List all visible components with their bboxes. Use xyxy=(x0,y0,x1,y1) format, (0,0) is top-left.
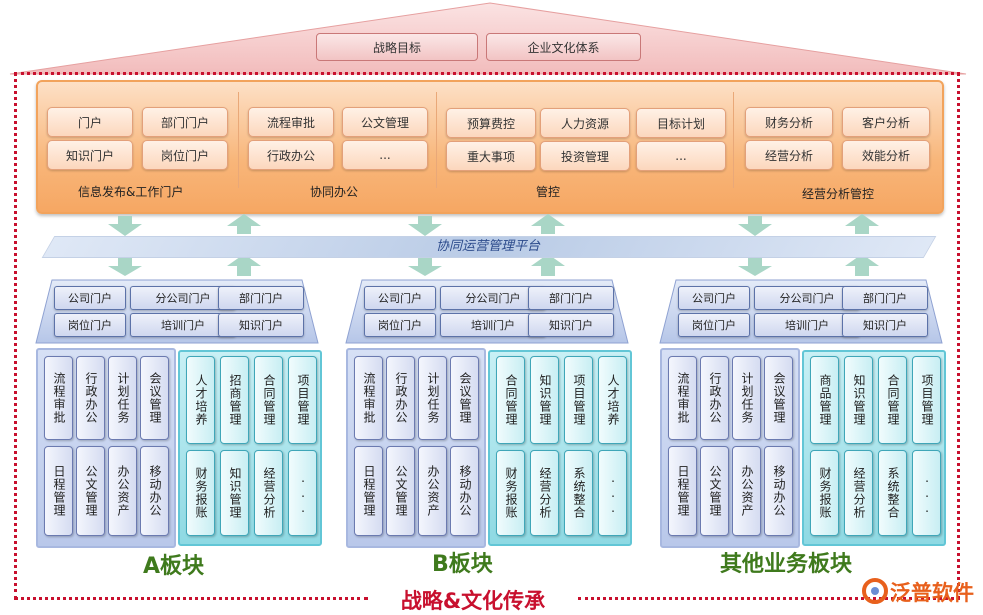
top-item-portal[interactable]: 门户 xyxy=(47,107,133,137)
top-item-major-matters[interactable]: 重大事项 xyxy=(446,141,536,171)
module-cell[interactable]: ... xyxy=(288,450,317,536)
module-cell[interactable]: 招商管理 xyxy=(220,356,249,444)
top-item-knowledge-portal[interactable]: 知识门户 xyxy=(47,140,133,170)
module-cell[interactable]: 知识管理 xyxy=(220,450,249,536)
module-cell[interactable]: 日程管理 xyxy=(354,446,383,536)
module-cell[interactable]: 会议管理 xyxy=(450,356,479,440)
top-item-budget[interactable]: 预算费控 xyxy=(446,108,536,138)
module-cell[interactable]: 项目管理 xyxy=(912,356,941,444)
block-label-other: 其他业务板块 xyxy=(720,552,853,577)
module-cell[interactable]: 项目管理 xyxy=(564,356,593,444)
top-item-workflow[interactable]: 流程审批 xyxy=(248,107,334,137)
module-cell[interactable]: ... xyxy=(598,450,627,536)
top-item-dept-portal[interactable]: 部门门户 xyxy=(142,107,228,137)
portal-button[interactable]: 岗位门户 xyxy=(54,313,126,337)
top-item-investment[interactable]: 投资管理 xyxy=(540,141,630,171)
module-cell[interactable]: 行政办公 xyxy=(76,356,105,440)
portal-button[interactable]: 岗位门户 xyxy=(364,313,436,337)
top-item-more[interactable]: ... xyxy=(342,140,428,170)
group-divider xyxy=(436,92,437,188)
footer-title: 战略&文化传承 xyxy=(400,589,546,613)
top-item-customer-analysis[interactable]: 客户分析 xyxy=(842,107,930,137)
group-divider xyxy=(733,92,734,188)
module-cell[interactable]: 经营分析 xyxy=(254,450,283,536)
module-cell[interactable]: 公文管理 xyxy=(76,446,105,536)
module-cell[interactable]: 人才培养 xyxy=(598,356,627,444)
module-cell[interactable]: 行政办公 xyxy=(700,356,729,440)
top-item-hr[interactable]: 人力资源 xyxy=(540,108,630,138)
module-cell[interactable]: 合同管理 xyxy=(878,356,907,444)
module-cell[interactable]: 系统整合 xyxy=(564,450,593,536)
module-cell[interactable]: 计划任务 xyxy=(418,356,447,440)
module-cell[interactable]: 合同管理 xyxy=(254,356,283,444)
module-cell[interactable]: ... xyxy=(912,450,941,536)
group-label-info: 信息发布&工作门户 xyxy=(78,185,184,199)
portal-button[interactable]: 部门门户 xyxy=(842,286,928,310)
frame-bottom-left xyxy=(14,597,368,600)
module-cell[interactable]: 日程管理 xyxy=(668,446,697,536)
module-cell[interactable]: 人才培养 xyxy=(186,356,215,444)
module-cell[interactable]: 流程审批 xyxy=(44,356,73,440)
module-cell[interactable]: 商品管理 xyxy=(810,356,839,444)
portal-button[interactable]: 部门门户 xyxy=(528,286,614,310)
portal-button[interactable]: 知识门户 xyxy=(528,313,614,337)
module-cell[interactable]: 移动办公 xyxy=(764,446,793,536)
frame-bottom-right xyxy=(578,597,960,600)
block-label-b: B板块 xyxy=(432,552,493,577)
module-cell[interactable]: 日程管理 xyxy=(44,446,73,536)
block-label-a: A板块 xyxy=(143,554,205,579)
module-cell[interactable]: 办公资产 xyxy=(732,446,761,536)
module-cell[interactable]: 移动办公 xyxy=(140,446,169,536)
fanpu-logo-icon xyxy=(862,578,888,604)
flow-arrows xyxy=(108,214,879,276)
top-item-finance-analysis[interactable]: 财务分析 xyxy=(745,107,833,137)
module-cell[interactable]: 项目管理 xyxy=(288,356,317,444)
module-cell[interactable]: 经营分析 xyxy=(844,450,873,536)
module-cell[interactable]: 知识管理 xyxy=(530,356,559,444)
portal-button[interactable]: 公司门户 xyxy=(678,286,750,310)
portal-button[interactable]: 公司门户 xyxy=(364,286,436,310)
top-item-target-plan[interactable]: 目标计划 xyxy=(636,108,726,138)
platform-label: 协同运营管理平台 xyxy=(435,239,540,254)
top-item-operation-analysis[interactable]: 经营分析 xyxy=(745,140,833,170)
module-cell[interactable]: 计划任务 xyxy=(732,356,761,440)
group-label-control: 管控 xyxy=(536,185,561,199)
portal-button[interactable]: 公司门户 xyxy=(54,286,126,310)
group-label-analysis: 经营分析管控 xyxy=(802,187,875,201)
group-label-collab: 协同办公 xyxy=(310,185,359,199)
top-item-post-portal[interactable]: 岗位门户 xyxy=(142,140,228,170)
top-item-efficiency-analysis[interactable]: 效能分析 xyxy=(842,140,930,170)
module-cell[interactable]: 计划任务 xyxy=(108,356,137,440)
roof-item-strategy[interactable]: 战略目标 xyxy=(316,33,478,61)
module-cell[interactable]: 财务报账 xyxy=(496,450,525,536)
portal-button[interactable]: 部门门户 xyxy=(218,286,304,310)
module-cell[interactable]: 合同管理 xyxy=(496,356,525,444)
module-cell[interactable]: 财务报账 xyxy=(186,450,215,536)
module-cell[interactable]: 会议管理 xyxy=(764,356,793,440)
portal-button[interactable]: 岗位门户 xyxy=(678,313,750,337)
fanpu-logo: 泛普软件 xyxy=(860,575,978,607)
logo-text: 泛普软件 xyxy=(890,581,974,605)
module-cell[interactable]: 经营分析 xyxy=(530,450,559,536)
strategy-frame xyxy=(14,72,960,600)
top-item-admin-office[interactable]: 行政办公 xyxy=(248,140,334,170)
group-divider xyxy=(238,92,239,188)
module-cell[interactable]: 行政办公 xyxy=(386,356,415,440)
module-cell[interactable]: 公文管理 xyxy=(386,446,415,536)
module-cell[interactable]: 办公资产 xyxy=(418,446,447,536)
module-cell[interactable]: 会议管理 xyxy=(140,356,169,440)
module-cell[interactable]: 公文管理 xyxy=(700,446,729,536)
portal-button[interactable]: 知识门户 xyxy=(218,313,304,337)
portal-button[interactable]: 知识门户 xyxy=(842,313,928,337)
module-cell[interactable]: 系统整合 xyxy=(878,450,907,536)
module-cell[interactable]: 知识管理 xyxy=(844,356,873,444)
top-item-more[interactable]: ... xyxy=(636,141,726,171)
module-cell[interactable]: 移动办公 xyxy=(450,446,479,536)
module-cell[interactable]: 财务报账 xyxy=(810,450,839,536)
module-cell[interactable]: 流程审批 xyxy=(668,356,697,440)
roof-item-culture[interactable]: 企业文化体系 xyxy=(486,33,641,61)
module-cell[interactable]: 流程审批 xyxy=(354,356,383,440)
module-cell[interactable]: 办公资产 xyxy=(108,446,137,536)
top-item-doc-mgmt[interactable]: 公文管理 xyxy=(342,107,428,137)
